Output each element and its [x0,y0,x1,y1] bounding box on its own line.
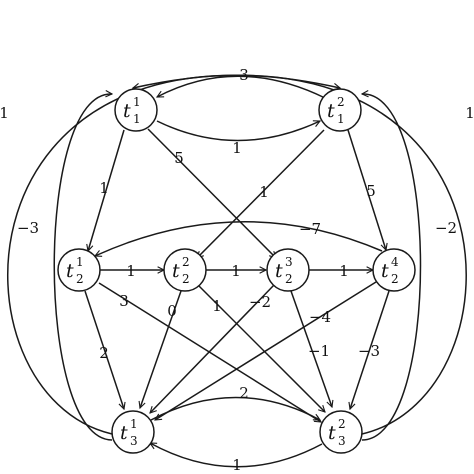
node-label-sup: 1 [130,417,138,431]
node-label-sub: 3 [338,434,346,448]
node-label-sub: 2 [285,272,293,286]
svg-text:t: t [172,260,180,282]
edge-t23-t32 [290,290,332,407]
edge-t32-t12 [362,94,422,441]
edges: 3 1 1 5 1 5 1 1 1 −7 2 3 0 1 −2 −1 [0,66,474,474]
edge-t11-t23 [147,128,276,258]
node-label-base: t [328,422,336,444]
edge-weight-t22-t31: 0 [167,302,177,320]
node-label-base: t [275,260,283,282]
node-label-sup: 1 [76,255,84,269]
edge-weight-t32-t11: 1 [465,104,474,122]
edge-t12-t22 [197,129,325,258]
svg-text:t: t [120,422,128,444]
edge-weight-t31-t32: 2 [239,384,249,402]
edge-t22-t31 [140,290,182,408]
edge-t32-t31 [150,442,323,468]
node-label-sub: 2 [391,272,399,286]
edge-weight-t11-t12: 1 [232,139,242,157]
edge-weight-t31-t11: −3 [17,219,39,237]
node-label-sub: 2 [182,272,190,286]
node-label-sub: 1 [133,112,141,126]
svg-text:t: t [381,260,389,282]
edge-t11-t21 [88,129,125,251]
node-t1-1: t 1 1 [114,88,158,132]
svg-text:t: t [123,100,131,122]
node-label-sup: 2 [337,95,345,109]
node-t1-2: t 2 1 [318,88,362,132]
node-label-sub: 2 [76,272,84,286]
node-label-base: t [120,422,128,444]
edge-weight-t31-t12: 1 [0,104,9,122]
edge-t12-t11 [157,75,326,99]
edge-weight-t24-t31: −4 [309,308,331,326]
node-label-base: t [172,260,180,282]
edge-t31-t11 [53,94,112,441]
svg-text:t: t [66,260,74,282]
edge-t24-t31 [155,281,377,420]
edge-weight-t22-t23: 1 [231,262,241,280]
edge-weight-t23-t32: −1 [308,342,330,360]
edge-t21-t31 [84,290,124,409]
edge-weight-t24-t32: −3 [358,342,380,360]
node-label-sup: 1 [133,95,141,109]
node-label-sup: 2 [338,417,346,431]
edge-t32-t11 [133,74,467,435]
node-t3-1: t 1 3 [111,410,155,454]
node-label-sub: 1 [337,112,345,126]
edge-weight-t24-t21: −7 [299,220,321,238]
edge-weight-t11-t21: 1 [99,179,109,197]
edge-weight-t23-t31: −2 [249,293,271,311]
edge-weight-t21-t22: 1 [126,262,136,280]
edge-weight-t23-t24: 1 [339,262,349,280]
node-t2-2: t 2 2 [163,248,207,292]
edge-t21-t32 [98,282,321,422]
edge-weight-t12-t24: 5 [366,182,376,200]
node-label-base: t [327,100,335,122]
edge-weight-t12-t22: 1 [259,183,269,201]
node-label-sup: 4 [391,255,399,269]
node-label-base: t [66,260,74,282]
node-t2-3: t 3 2 [266,248,310,292]
svg-text:t: t [327,100,335,122]
edge-weight-t32-t12: −2 [435,219,457,237]
node-label-sup: 2 [182,255,190,269]
node-label-base: t [381,260,389,282]
edge-t11-t12 [156,121,320,142]
node-label-sub: 3 [130,434,138,448]
node-t2-1: t 1 2 [57,248,101,292]
edge-t23-t31 [150,284,275,413]
edge-t12-t24 [347,129,386,250]
node-label-base: t [123,100,131,122]
edge-weight-t11-t23: 5 [174,149,184,167]
node-label-sup: 3 [285,255,293,269]
edge-t31-t32 [150,396,320,421]
edge-weight-t32-t31: 1 [232,456,242,474]
node-t3-2: t 2 3 [319,410,363,454]
nodes: t 1 1 t 2 1 t 1 2 t 2 2 t 3 2 [57,88,416,454]
node-t2-4: t 4 2 [372,248,416,292]
svg-text:t: t [275,260,283,282]
edge-weight-t22-t32: 1 [212,297,222,315]
edge-t24-t32 [350,290,390,409]
edge-weight-t21-t31: 2 [99,344,109,362]
edge-t24-t21 [95,221,383,256]
edge-weight-t21-t32: 3 [119,292,129,310]
svg-text:t: t [328,422,336,444]
edge-t22-t32 [198,285,325,412]
